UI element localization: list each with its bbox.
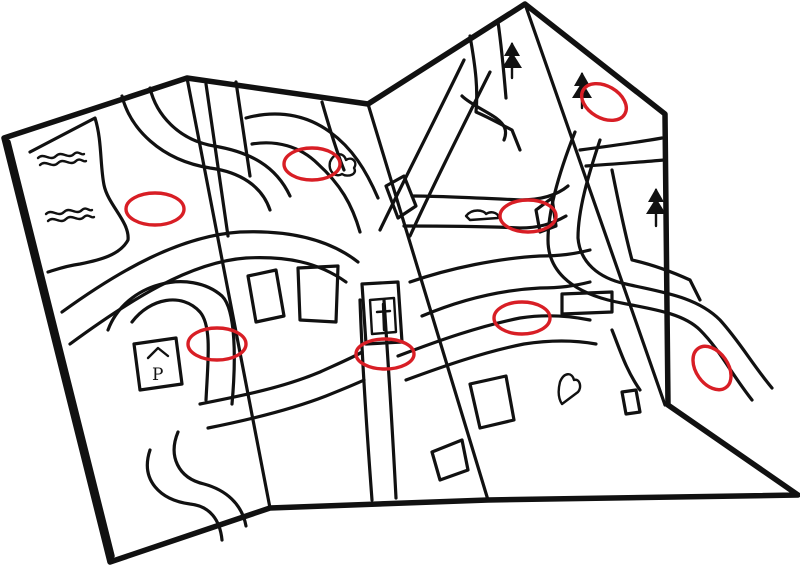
road-south-left (358, 298, 374, 502)
fold-line-3 (523, 2, 667, 407)
road-se-bottom (404, 339, 598, 382)
map-left-edge-shadow (5, 139, 115, 559)
road-sw-curve-a (145, 448, 224, 542)
marker-parking[interactable] (186, 326, 248, 362)
marker-church[interactable] (354, 337, 416, 371)
marker-tree-park[interactable] (282, 146, 342, 182)
marker-forest[interactable] (575, 76, 633, 128)
road-ne-left (378, 58, 466, 232)
marker-east-river[interactable] (685, 339, 739, 397)
marker-north-road[interactable] (498, 198, 558, 234)
block-2 (246, 268, 286, 324)
road-south-right (382, 298, 398, 500)
block-1 (296, 264, 340, 324)
bush-icon (464, 209, 500, 222)
road-center-east-top (408, 248, 592, 284)
marker-layer (124, 76, 739, 397)
road-east-lower (610, 328, 642, 392)
road-se-top (396, 314, 592, 358)
road-far-east-top (578, 136, 664, 152)
road-center-east-bottom (420, 280, 592, 318)
block-5 (430, 438, 470, 482)
fold-line-1 (185, 76, 272, 510)
parking-sign-icon: P (132, 336, 184, 392)
road-sw-top (198, 350, 364, 406)
road-east-bottom (402, 214, 568, 230)
road-far-east-bottom (584, 158, 666, 168)
pine-tree-icon (646, 188, 666, 228)
river-right (576, 138, 774, 390)
road-parking-loop (130, 298, 210, 402)
road-panel2-right (234, 80, 252, 178)
road-panel2-left (204, 82, 230, 238)
bush-icon (328, 153, 357, 177)
lake-shore (28, 116, 130, 274)
map-paper (4, 4, 798, 562)
road-middle-north-b (250, 141, 362, 234)
road-middle-vertical (320, 100, 346, 172)
block-3 (468, 374, 516, 430)
water-wave-icon (36, 151, 96, 223)
road-top-curve (460, 94, 508, 142)
bridge-icon (384, 174, 614, 316)
road-west-main-top (60, 230, 360, 314)
road-nw-left (120, 94, 272, 212)
road-forest-edge (610, 168, 702, 302)
fold-line-2 (366, 102, 490, 502)
parking-letter: P (152, 365, 163, 385)
pine-tree-icon (502, 42, 522, 80)
road-sw-curve-b (172, 430, 248, 528)
marker-lake[interactable] (124, 191, 186, 227)
road-parking-loop-b (106, 280, 236, 406)
road-sw-bottom (206, 378, 366, 430)
road-top-stub-2 (496, 20, 508, 100)
block-4 (620, 388, 642, 416)
bush-icon (557, 373, 582, 406)
marker-central-road[interactable] (492, 300, 552, 336)
